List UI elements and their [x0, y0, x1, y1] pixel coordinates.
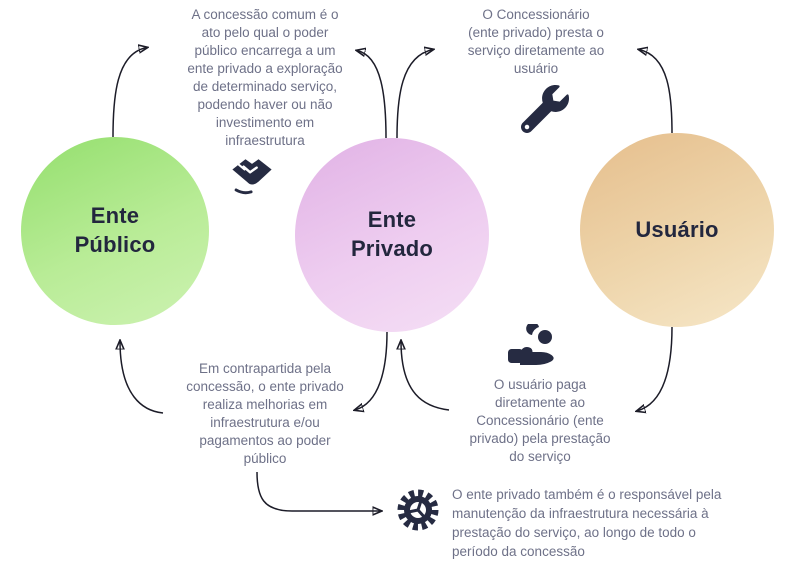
node-ente-privado-label: Ente Privado — [350, 207, 434, 261]
node-usuario-label: Usuário — [635, 216, 719, 242]
annotation-maintenance: O ente privado também é o responsável pe… — [452, 487, 722, 559]
arrow-private-to-concession — [357, 51, 387, 139]
annotation-concession: A concessão comum é o ato pelo qual o po… — [187, 7, 343, 148]
arrow-user-to-payment — [637, 326, 673, 411]
wrench-icon — [521, 85, 569, 133]
gear-icon — [396, 488, 440, 532]
arrow-private-to-service — [396, 50, 433, 139]
hand-coin-icon — [505, 324, 559, 368]
annotation-service: O Concessionário (ente privado) presta o… — [467, 7, 605, 76]
node-ente-privado: Ente Privado — [295, 138, 489, 332]
arrow-user-to-service — [639, 50, 673, 134]
arrow-public-to-concession — [112, 48, 147, 138]
arrow-payment-to-private — [401, 341, 450, 411]
arrow-private-to-counterpart — [355, 331, 388, 410]
node-ente-publico: Ente Público — [21, 137, 209, 325]
node-usuario: Usuário — [580, 133, 774, 327]
arrow-counterpart-to-maintenance — [256, 471, 381, 511]
handshake-icon — [224, 154, 280, 198]
arrow-counterpart-to-public — [120, 341, 164, 414]
node-ente-publico-label: Ente Público — [74, 203, 156, 257]
annotation-counterpart: Em contrapartida pela concessão, o ente … — [186, 361, 344, 466]
annotation-payment: O usuário paga diretamente ao Concession… — [469, 377, 611, 464]
